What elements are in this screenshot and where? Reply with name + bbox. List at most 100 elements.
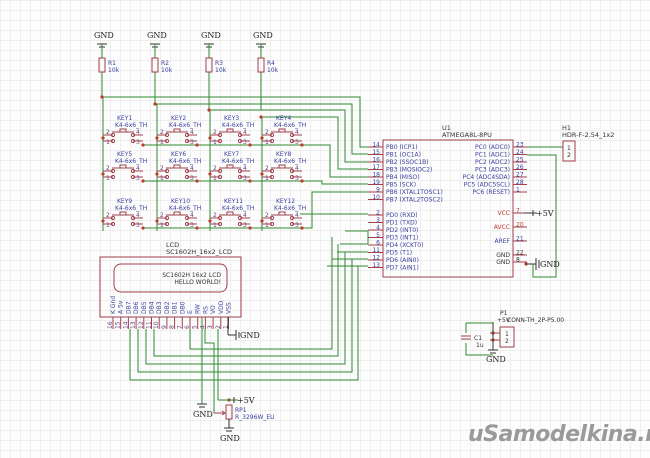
conn-pin-1: 1 [505, 331, 509, 338]
pin-number: 17 [372, 164, 380, 171]
capacitor-c1[interactable]: C1 1u [461, 322, 493, 356]
lcd-body [99, 256, 242, 318]
lcd-pin-number: 12 [138, 321, 145, 329]
key-pin: 4 [295, 212, 299, 219]
key-pin: 2 [265, 212, 269, 219]
junction [260, 219, 264, 223]
switch-actuator-icon [219, 211, 241, 216]
resistor-body [151, 57, 159, 73]
pin-pad [110, 221, 116, 227]
lcd-value: SC1602H_16x2_LCD [166, 248, 232, 256]
lcd-pin-name: VO [210, 305, 217, 314]
key-value: K4-6x6_TH [222, 158, 254, 165]
junction [248, 226, 252, 230]
pin-name: PD6 (AIN0) [386, 257, 419, 264]
junction [260, 136, 264, 140]
pin-pad [110, 215, 116, 221]
lcd-pin-number: 9 [161, 325, 168, 329]
mcu-gnd-power: GND [524, 258, 560, 270]
switch-actuator-icon [271, 164, 293, 169]
lcd-pin-number: 10 [153, 321, 160, 329]
pin-pad [289, 174, 295, 180]
resistor-r4[interactable]: GND R4 10k [253, 31, 279, 74]
resistor-r1[interactable]: GND R1 10k [94, 31, 120, 74]
junction [101, 219, 105, 223]
lcd-pin-name: DB3 [156, 301, 163, 314]
pin-number: 8 [516, 257, 520, 264]
pin-pad [217, 215, 223, 221]
pin-name: PB1 (OC1A) [386, 152, 421, 159]
key-pin: 1 [265, 139, 269, 146]
junction [101, 136, 105, 140]
gnd-label: GND [94, 31, 114, 40]
resistor-r3[interactable]: GND R3 10k [201, 31, 227, 74]
key-pin: 3 [295, 139, 299, 146]
junction [195, 179, 199, 183]
pin-name: PC4 (ADC4SDA) [463, 174, 510, 181]
lcd-pin-number: 15 [115, 321, 122, 329]
lcd-pin-name: DB1 [172, 301, 179, 314]
mcu-ref: U1 [442, 124, 451, 132]
switch-pins [103, 134, 143, 142]
key-pin: 2 [160, 212, 164, 219]
key-pin: 1 [106, 222, 110, 229]
pin-pad [237, 138, 243, 144]
pin-pad [217, 138, 223, 144]
header-h1[interactable]: H1 HDR-F-2.54_1x2 1 2 [562, 124, 614, 162]
pin-number: 10 [372, 194, 380, 201]
wire [209, 109, 368, 163]
lcd-pin-number: 13 [130, 321, 137, 329]
key-pin: 2 [106, 129, 110, 136]
gnd-label: GND [220, 434, 240, 443]
pin-name: PD3 (INT1) [386, 235, 418, 242]
switch-pins [262, 217, 302, 225]
mcu-body [382, 139, 514, 278]
pin-number: 16 [372, 157, 380, 164]
key-pin: 2 [213, 165, 217, 172]
gnd-label: GND [540, 260, 560, 269]
pin-pad [164, 215, 170, 221]
lcd-pin-number: 2 [215, 325, 222, 329]
switch-pins [103, 217, 143, 225]
pin-number: 1 [516, 187, 520, 194]
pin-pad [269, 132, 275, 138]
lcd-pin-number: 7 [176, 325, 183, 329]
pin-number: 9 [376, 187, 380, 194]
lcd-pin-number: 11 [146, 321, 153, 329]
lcd-module[interactable]: LCD SC1602H_16x2_LCD SC1602H 16x2 LCD HE… [99, 241, 260, 340]
junction [248, 143, 252, 147]
potentiometer-rp1[interactable]: +5V GND RP1 R_3296W_EU [214, 396, 275, 443]
lcd-pin-name: DB4 [149, 301, 156, 314]
key-value: K4-6x6_TH [169, 205, 201, 212]
junction [155, 136, 159, 140]
power-connector-p1[interactable]: P1 +5V CONN-TH_2P-P5.00 1 2 GND [486, 310, 564, 364]
pin-pad [237, 221, 243, 227]
resistor-r2[interactable]: GND R2 10k [147, 31, 173, 74]
key-pin: 4 [243, 165, 247, 172]
wire [143, 180, 368, 185]
pot-wiper-icon [214, 410, 226, 416]
key-pin: 3 [136, 222, 140, 229]
lcd-pin-name: DB7 [125, 301, 132, 314]
pin-pad [184, 174, 190, 180]
lcd-pin-name: K Gnd [110, 296, 117, 314]
pin-pad [184, 138, 190, 144]
header-value: HDR-F-2.54_1x2 [562, 131, 614, 139]
key-pin: 1 [265, 222, 269, 229]
pin-pad [130, 132, 136, 138]
pin-pad [164, 132, 170, 138]
resistor-value: 10k [161, 67, 173, 74]
